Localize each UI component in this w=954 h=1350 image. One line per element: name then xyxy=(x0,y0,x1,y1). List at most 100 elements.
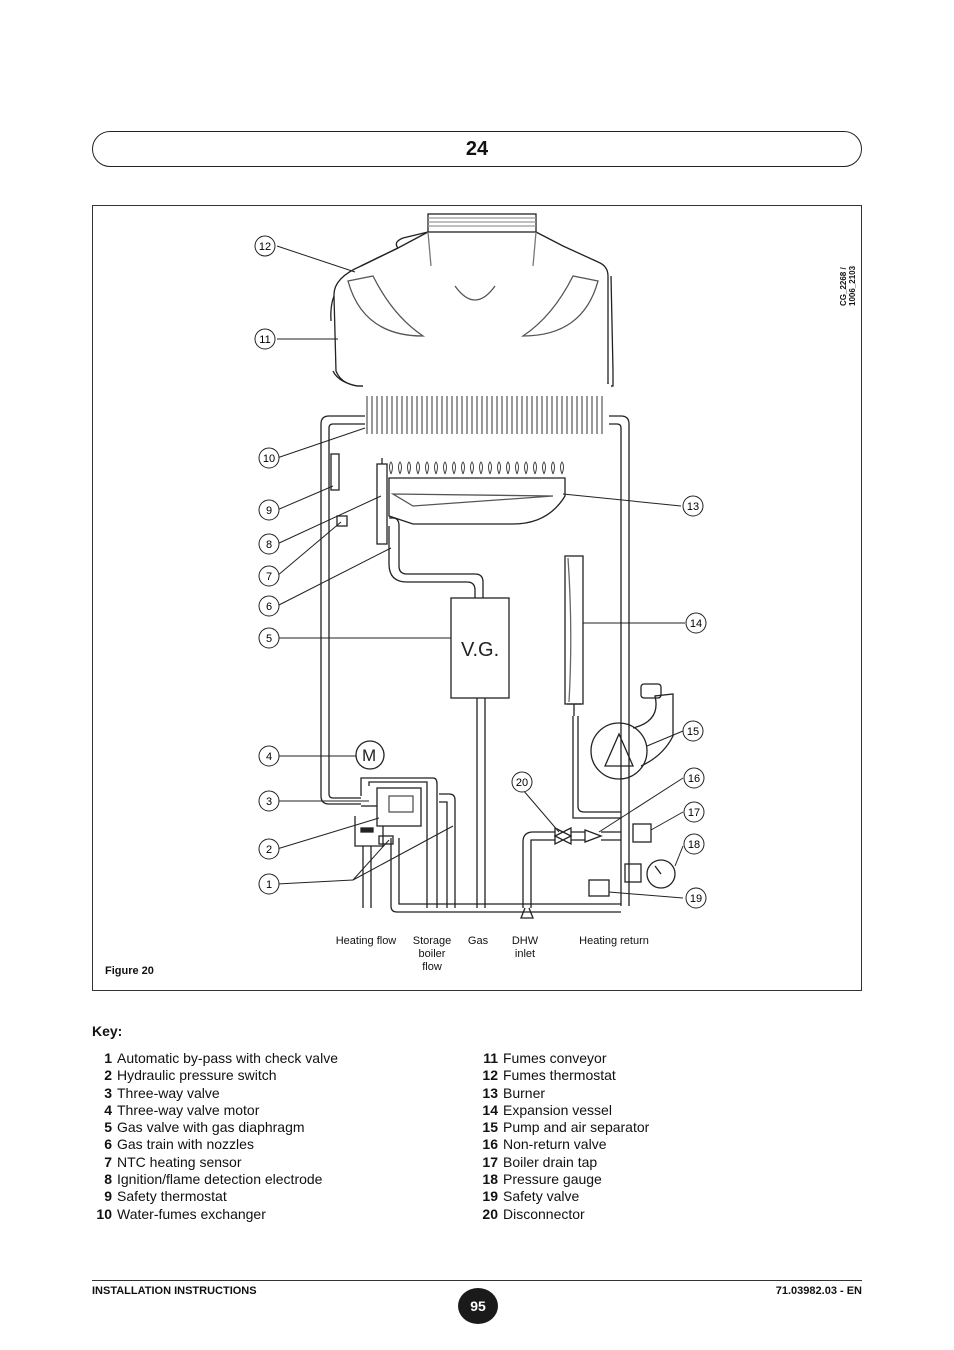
footer-document-code: 71.03982.03 - EN xyxy=(775,1285,862,1297)
label-dhw-inlet: DHW inlet xyxy=(505,935,545,961)
label-storage-boiler-flow-text: Storage boiler flow xyxy=(412,935,452,973)
key-item-number: 16 xyxy=(482,1136,498,1153)
svg-text:19: 19 xyxy=(690,893,702,905)
key-item-number: 12 xyxy=(482,1067,498,1084)
key-item-number: 6 xyxy=(104,1136,112,1153)
ntc-sensor xyxy=(336,515,348,527)
key-item-number: 15 xyxy=(482,1119,498,1136)
key-item-label: Fumes thermostat xyxy=(503,1067,616,1084)
exchanger-fins xyxy=(366,396,603,434)
ignition-electrode xyxy=(376,463,388,545)
callout-16: 16 xyxy=(683,767,705,789)
storage-flow-pipe xyxy=(439,793,456,908)
callout-2: 2 xyxy=(258,838,280,860)
key-item: 17 Boiler drain tap xyxy=(476,1154,649,1171)
key-item-number: 3 xyxy=(104,1084,112,1101)
gas-train xyxy=(389,517,484,598)
air-separator xyxy=(640,683,662,699)
callout-1: 1 xyxy=(258,873,280,895)
footer-document-type: INSTALLATION INSTRUCTIONS xyxy=(92,1285,257,1297)
callout-9: 9 xyxy=(258,499,280,521)
callout-19: 19 xyxy=(685,887,707,909)
callout-5: 5 xyxy=(258,627,280,649)
key-title: Key: xyxy=(92,1023,123,1039)
key-item-label: Pressure gauge xyxy=(503,1171,602,1188)
key-item-number: 13 xyxy=(482,1084,498,1101)
key-item-number: 5 xyxy=(104,1119,112,1136)
pressure-gauge xyxy=(646,859,676,889)
key-item-number: 7 xyxy=(104,1153,112,1170)
callout-12: 12 xyxy=(254,235,276,257)
key-item-label: Safety valve xyxy=(503,1188,580,1205)
svg-text:2: 2 xyxy=(266,844,272,856)
callout-11: 11 xyxy=(254,328,276,350)
section-number: 24 xyxy=(465,137,489,160)
key-item: 3 Three-way valve xyxy=(90,1085,338,1102)
key-item-label: Boiler drain tap xyxy=(503,1153,598,1170)
safety-thermostat xyxy=(330,453,340,491)
key-item-label: Fumes conveyor xyxy=(503,1050,607,1066)
fumes-conveyor-body xyxy=(333,231,614,387)
dhw-inlet-pipe xyxy=(522,831,555,908)
callout-20: 20 xyxy=(511,771,533,793)
key-item-number: 1 xyxy=(104,1050,112,1066)
key-item-label: Gas train with nozzles xyxy=(117,1136,254,1153)
key-item-label: NTC heating sensor xyxy=(117,1153,242,1170)
callout-8: 8 xyxy=(258,533,280,555)
svg-text:11: 11 xyxy=(259,334,270,346)
heating-flow-pipe xyxy=(320,415,365,805)
svg-text:15: 15 xyxy=(687,726,699,738)
key-column-left: 1 Automatic by-pass with check valve 2 Hyd… xyxy=(90,1050,338,1223)
key-item-number: 2 xyxy=(104,1067,112,1084)
svg-text:16: 16 xyxy=(688,773,700,785)
key-item-label: Expansion vessel xyxy=(503,1101,612,1118)
key-item-number: 8 xyxy=(104,1171,112,1188)
heating-return-pipe xyxy=(609,415,630,906)
label-storage-boiler-flow: Storage boiler flow xyxy=(407,935,457,974)
key-item: 2 Hydraulic pressure switch xyxy=(90,1067,338,1084)
label-heating-return: Heating return xyxy=(579,935,649,947)
callout-4: 4 xyxy=(258,745,280,767)
key-item-label: Water-fumes exchanger xyxy=(117,1205,266,1222)
callout-6: 6 xyxy=(258,595,280,617)
key-item-label: Three-way valve xyxy=(117,1084,220,1101)
footer-divider xyxy=(92,1280,862,1281)
svg-text:12: 12 xyxy=(259,241,271,253)
key-item-number: 17 xyxy=(482,1153,498,1170)
key-item: 1 Automatic by-pass with check valve xyxy=(90,1050,338,1067)
key-item-number: 20 xyxy=(482,1205,498,1222)
motor-label: M xyxy=(362,746,376,765)
gas-valve-label: V.G. xyxy=(461,639,499,661)
key-item-label: Pump and air separator xyxy=(503,1119,650,1136)
key-item-label: Hydraulic pressure switch xyxy=(117,1067,277,1084)
key-item-number: 4 xyxy=(104,1101,112,1118)
three-way-valve xyxy=(376,787,422,827)
svg-text:4: 4 xyxy=(266,751,272,763)
key-item: 6 Gas train with nozzles xyxy=(90,1136,338,1153)
svg-text:8: 8 xyxy=(266,539,272,551)
key-item-label: Automatic by-pass with check valve xyxy=(117,1050,338,1066)
svg-text:7: 7 xyxy=(266,571,272,583)
callout-10: 10 xyxy=(258,447,280,469)
label-heating-flow: Heating flow xyxy=(335,935,397,947)
figure-frame: V.G. M 1 xyxy=(92,205,862,991)
label-dhw-inlet-text: DHW inlet xyxy=(511,935,539,960)
boiler-diagram: V.G. M 1 xyxy=(254,213,707,919)
burner-body xyxy=(388,477,566,525)
gas-valve xyxy=(450,597,510,699)
page-number-badge: 95 xyxy=(458,1288,498,1324)
callout-7: 7 xyxy=(258,565,280,587)
drawing-code: CG_2268 / 1006_2103 xyxy=(839,265,857,306)
three-way-valve-motor xyxy=(355,740,385,770)
key-item-number: 18 xyxy=(482,1171,498,1188)
